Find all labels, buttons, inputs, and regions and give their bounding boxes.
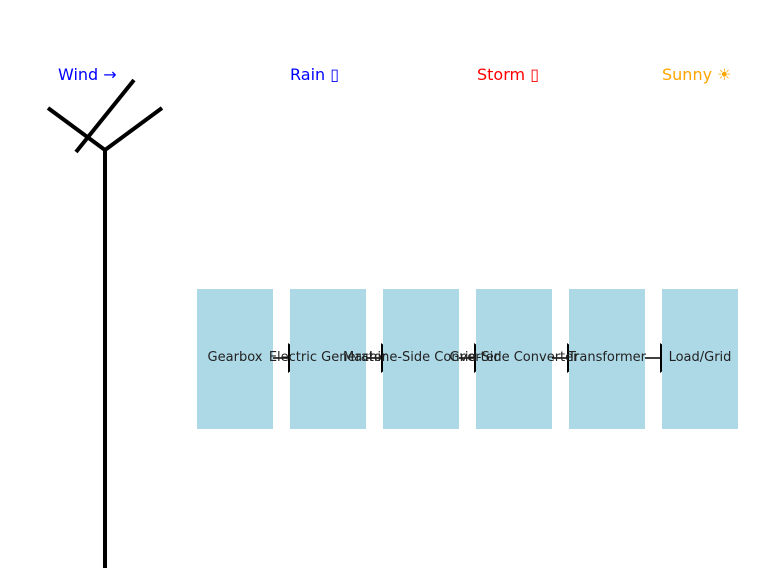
stage-label-electric-generator: Electric Generator <box>268 350 388 365</box>
wind-turbine-icon <box>46 78 164 568</box>
stage-box-gearbox <box>197 289 273 429</box>
stage-label-grid-side-converter: Grid-Side Converter <box>449 350 579 365</box>
stage-label-gearbox: Gearbox <box>207 350 263 365</box>
stage-label-load-grid: Load/Grid <box>668 350 732 365</box>
turbine-blade-right <box>103 106 164 152</box>
stage-box-machine-side-converter <box>383 289 459 429</box>
turbine-blade-left <box>46 106 107 152</box>
turbine-blade-top <box>74 78 136 154</box>
stage-box-load-grid <box>662 289 738 429</box>
stage-box-electric-generator <box>290 289 366 429</box>
weather-label-sunny: Sunny ☀ <box>662 65 732 84</box>
weather-label-rain: Rain ▯ <box>290 65 340 84</box>
weather-label-wind: Wind → <box>58 65 117 84</box>
stage-label-transformer: Transformer <box>567 350 647 365</box>
stage-box-grid-side-converter <box>476 289 552 429</box>
stage-label-machine-side-converter: Machine-Side Converter <box>342 350 500 365</box>
stage-box-transformer <box>569 289 645 429</box>
weather-label-storm: Storm ▯ <box>477 65 539 84</box>
